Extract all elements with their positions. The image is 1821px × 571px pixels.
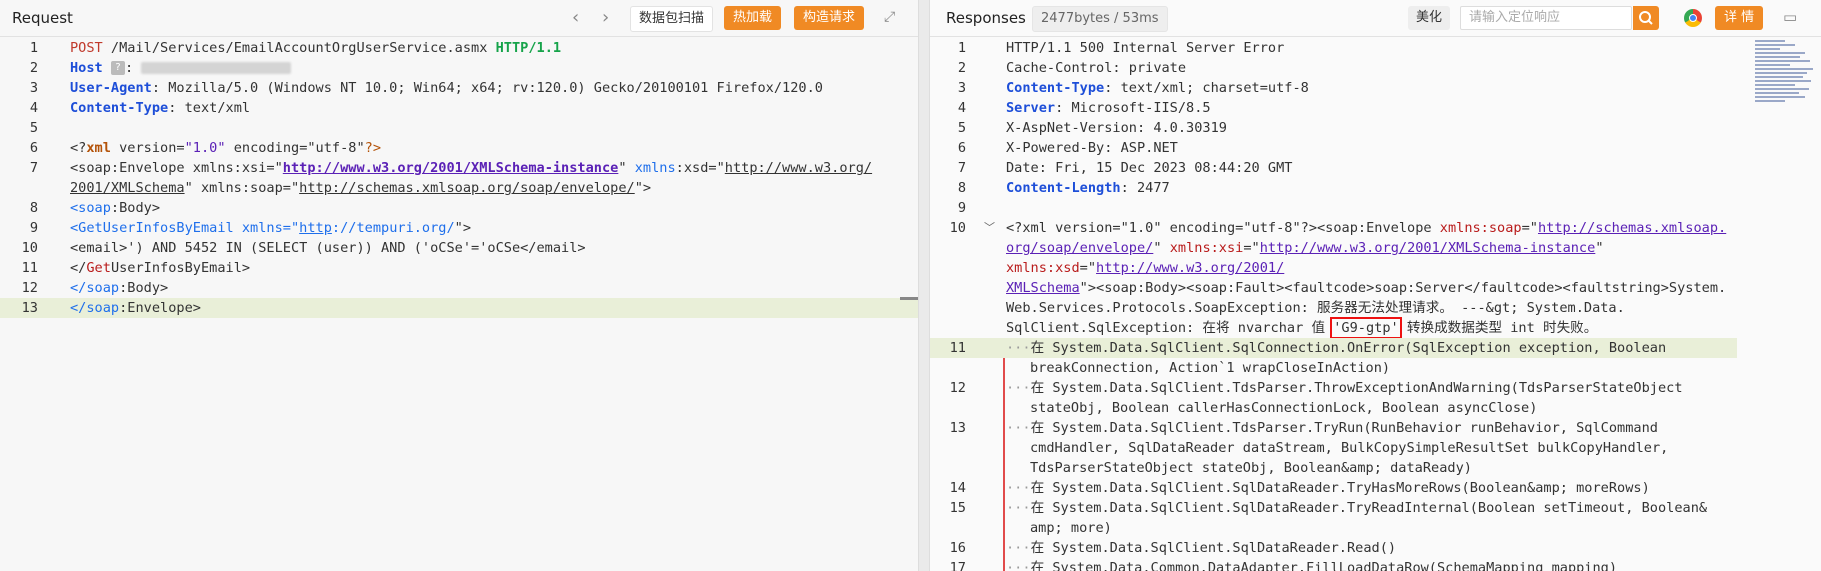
code-line: xmlns:xsd="http://www.w3.org/2001/ <box>1006 260 1285 276</box>
details-button[interactable]: 详 情 <box>1715 6 1764 30</box>
code-line: 17···在 System.Data.Common.DataAdapter.Fi… <box>949 560 1618 571</box>
response-title: Responses <box>946 9 1026 27</box>
code-line-current: 11···在 System.Data.SqlClient.SqlConnecti… <box>930 338 1737 358</box>
code-line: SqlClient.SqlException: 在将 nvarchar 值 'G… <box>1006 317 1598 339</box>
comment-icon[interactable]: ▭ <box>1783 8 1798 26</box>
hot-load-button[interactable]: 热加载 <box>724 6 782 30</box>
code-line: 10﹀<?xml version="1.0" encoding="utf-8"?… <box>949 220 1727 236</box>
redacted-host <box>141 62 292 74</box>
expand-icon[interactable]: ⤢ <box>884 9 896 25</box>
code-line: 6<?xml version="1.0" encoding="utf-8"?> <box>29 140 382 156</box>
code-line: 8<soap:Body> <box>29 200 161 216</box>
code-line-current: 13</soap:Envelope> <box>0 298 918 318</box>
code-line: amp; more) <box>1030 520 1112 536</box>
code-line: XMLSchema"><soap:Body><soap:Fault><fault… <box>1006 280 1727 296</box>
scrollbar-marker[interactable] <box>900 297 918 300</box>
code-line: TdsParserStateObject stateObj, Boolean&a… <box>1030 460 1472 476</box>
code-line: 9<GetUserInfosByEmail xmlns="http://temp… <box>29 220 472 236</box>
panel-splitter[interactable] <box>918 0 930 571</box>
locate-search-input[interactable]: 请输入定位响应 <box>1460 6 1632 30</box>
request-header: Request ‹ › 数据包扫描 热加载 构造请求 ⤢ <box>0 0 918 37</box>
prev-arrow-icon[interactable]: ‹ <box>572 7 580 28</box>
code-line: 9 <box>957 200 966 216</box>
code-line: 15···在 System.Data.SqlClient.SqlDataRead… <box>949 500 1708 516</box>
code-line: breakConnection, Action`1 wrapCloseInAct… <box>1030 360 1391 376</box>
code-line: 2001/XMLSchema" xmlns:soap="http://schem… <box>70 180 652 196</box>
code-line: 11</GetUserInfosByEmail> <box>21 260 251 276</box>
fold-chevron-icon[interactable]: ﹀ <box>984 221 995 234</box>
code-line: 16···在 System.Data.SqlClient.SqlDataRead… <box>949 540 1397 556</box>
code-line: 7<soap:Envelope xmlns:xsi="http://www.w3… <box>29 160 873 176</box>
code-line: 12···在 System.Data.SqlClient.TdsParser.T… <box>949 380 1683 396</box>
chrome-icon[interactable] <box>1684 9 1702 27</box>
highlighted-error-value: 'G9-gtp' <box>1330 317 1402 339</box>
beautify-button[interactable]: 美化 <box>1408 6 1451 30</box>
search-button[interactable] <box>1633 6 1659 30</box>
code-line: org/soap/envelope/" xmlns:xsi="http://ww… <box>1006 240 1604 256</box>
code-line: 10<email>') AND 5452 IN (SELECT (user)) … <box>21 240 586 256</box>
code-line: 12</soap:Body> <box>21 280 169 296</box>
request-title: Request <box>12 9 73 27</box>
minimap[interactable] <box>1755 40 1815 160</box>
code-line: 14···在 System.Data.SqlClient.SqlDataRead… <box>949 480 1650 496</box>
next-arrow-icon[interactable]: › <box>602 7 610 28</box>
error-stack-bar <box>1003 340 1005 571</box>
response-header: Responses 2477bytes / 53ms 美化 请输入定位响应 详 … <box>930 0 1821 37</box>
construct-request-button[interactable]: 构造请求 <box>794 6 865 30</box>
code-line: 5 <box>29 120 38 136</box>
code-line: Web.Services.Protocols.SoapException: 服务… <box>1006 300 1625 316</box>
code-line: stateObj, Boolean callerHasConnectionLoc… <box>1030 400 1538 416</box>
search-icon <box>1639 11 1653 25</box>
code-line: 13···在 System.Data.SqlClient.TdsParser.T… <box>949 420 1658 436</box>
code-line: cmdHandler, SqlDataReader dataStream, Bu… <box>1030 440 1669 456</box>
response-panel: Responses 2477bytes / 53ms 美化 请输入定位响应 详 … <box>930 0 1821 571</box>
packet-scan-button[interactable]: 数据包扫描 <box>630 6 714 32</box>
response-size-badge: 2477bytes / 53ms <box>1032 6 1168 32</box>
